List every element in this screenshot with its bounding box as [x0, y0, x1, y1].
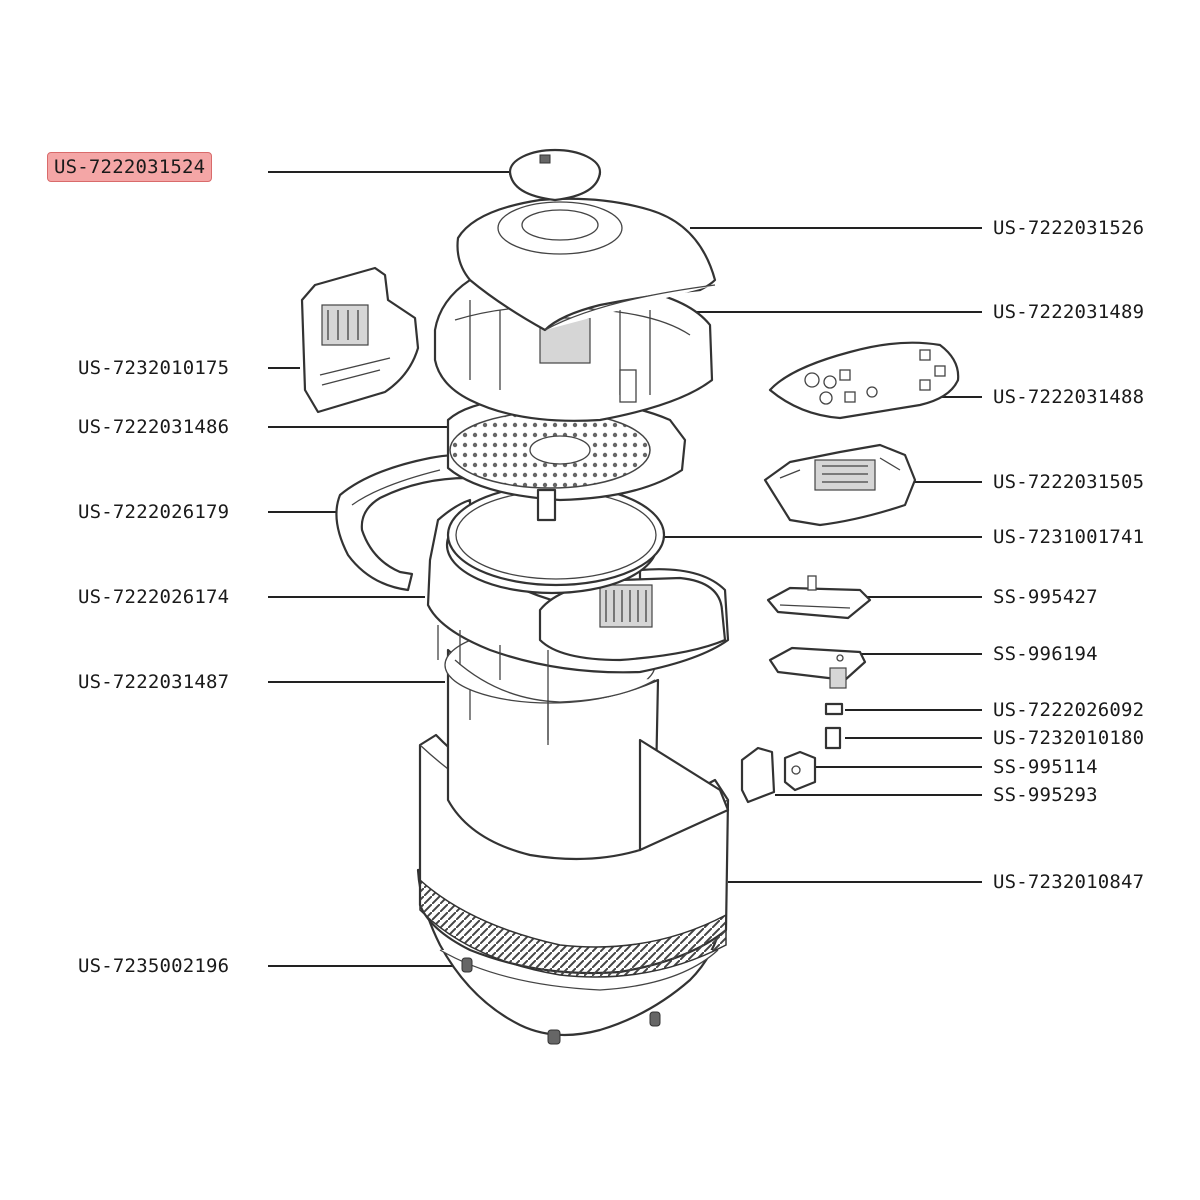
- part-label-steam-plate[interactable]: US-7222031486: [78, 416, 230, 438]
- part-label-power-socket[interactable]: SS-995114: [993, 756, 1098, 778]
- connector-part[interactable]: [824, 726, 842, 750]
- lid-frame-part[interactable]: [433, 278, 714, 422]
- part-label-inner-cylinder[interactable]: US-7222031487: [78, 671, 230, 693]
- part-label-mid-body[interactable]: US-7222026174: [78, 586, 230, 608]
- part-label-inner-lid[interactable]: US-7232010175: [78, 357, 230, 379]
- control-housing-part[interactable]: [763, 443, 917, 527]
- fuse-part[interactable]: [824, 702, 844, 716]
- part-label-connector[interactable]: US-7232010180: [993, 727, 1145, 749]
- part-label-control-housing[interactable]: US-7222031505: [993, 471, 1145, 493]
- power-socket-part[interactable]: [783, 750, 817, 792]
- part-label-handle[interactable]: US-7222026179: [78, 501, 230, 523]
- circuit-board-1-part[interactable]: [766, 575, 872, 620]
- steam-plate-part[interactable]: [446, 396, 687, 522]
- part-label-lid-frame[interactable]: US-7222031489: [993, 301, 1145, 323]
- part-label-woven-shell[interactable]: US-7232010847: [993, 871, 1145, 893]
- part-label-base-housing[interactable]: US-7235002196: [78, 955, 230, 977]
- part-label-circuit-board-2[interactable]: SS-996194: [993, 643, 1098, 665]
- handle-part[interactable]: [335, 454, 472, 592]
- leader-lines: [268, 171, 982, 967]
- top-lid-part[interactable]: [456, 197, 717, 332]
- part-label-socket-bracket[interactable]: SS-995293: [993, 784, 1098, 806]
- part-label-circuit-board-1[interactable]: SS-995427: [993, 586, 1098, 608]
- part-label-control-panel-face[interactable]: US-7222031488: [993, 386, 1145, 408]
- valve-cap-part[interactable]: [508, 148, 602, 202]
- inner-lid-part[interactable]: [300, 266, 420, 414]
- part-label-valve-cap[interactable]: US-7222031524: [47, 152, 213, 182]
- control-panel-face-part[interactable]: [768, 341, 960, 420]
- socket-bracket-part[interactable]: [740, 746, 776, 804]
- part-label-top-lid[interactable]: US-7222031526: [993, 217, 1145, 239]
- part-label-gasket-disc[interactable]: US-7231001741: [993, 526, 1145, 548]
- circuit-board-2-part[interactable]: [768, 646, 867, 689]
- part-label-fuse[interactable]: US-7222026092: [993, 699, 1145, 721]
- gasket-disc-part[interactable]: [446, 483, 666, 587]
